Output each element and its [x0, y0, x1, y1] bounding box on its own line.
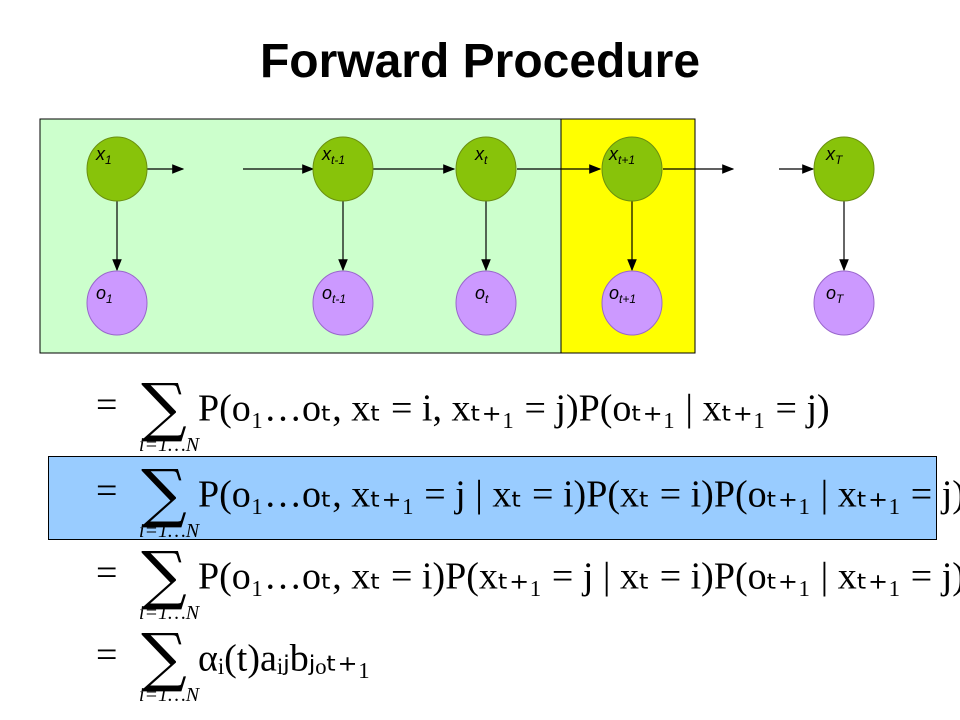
- svg-text:oT: oT: [826, 283, 845, 306]
- formula-body: P(o₁…oₜ, xₜ = i, xₜ₊₁ = j)P(oₜ₊₁ | xₜ₊₁ …: [198, 387, 830, 430]
- summation-index: i=1…N: [138, 520, 200, 542]
- summation-index: i=1…N: [138, 602, 200, 624]
- equals-sign: =: [96, 633, 118, 676]
- summation: ∑i=1…N: [130, 544, 199, 624]
- node-xt: xt: [455, 136, 517, 202]
- svg-text:xt+1: xt+1: [608, 144, 635, 167]
- summation: ∑i=1…N: [130, 462, 199, 542]
- svg-text:ot+1: ot+1: [609, 283, 636, 306]
- node-xt-plus-1: xt+1: [601, 136, 663, 202]
- summation-index: i=1…N: [138, 434, 200, 456]
- summation: ∑i=1…N: [130, 626, 199, 706]
- node-xt-minus-1: xt-1: [312, 136, 374, 202]
- formula-body: P(o₁…oₜ, xₜ = i)P(xₜ₊₁ = j | xₜ = i)P(oₜ…: [198, 555, 960, 598]
- equals-sign: =: [96, 551, 118, 594]
- svg-text:ot: ot: [475, 283, 489, 306]
- summation: ∑i=1…N: [130, 376, 199, 456]
- node-oT: oT: [813, 270, 875, 336]
- formula-body: P(o₁…oₜ, xₜ₊₁ = j | xₜ = i)P(xₜ = i)P(oₜ…: [198, 473, 960, 516]
- svg-text:ot-1: ot-1: [322, 283, 346, 306]
- svg-text:xT: xT: [825, 144, 844, 167]
- equals-sign: =: [96, 383, 118, 426]
- slide-title: Forward Procedure: [259, 35, 701, 88]
- node-xT: xT: [813, 136, 875, 202]
- node-x1: x1: [86, 136, 148, 202]
- summation-index: i=1…N: [138, 684, 200, 706]
- svg-text:xt: xt: [474, 144, 488, 167]
- node-o1: o1: [86, 270, 148, 336]
- svg-text:x1: x1: [95, 144, 112, 167]
- node-ot-minus-1: ot-1: [312, 270, 374, 336]
- svg-text:xt-1: xt-1: [321, 144, 345, 167]
- node-ot-plus-1: ot+1: [601, 270, 663, 336]
- equals-sign: =: [96, 469, 118, 512]
- node-ot: ot: [455, 270, 517, 336]
- formula-body: αᵢ(t)aᵢⱼbⱼₒₜ₊₁: [198, 637, 371, 680]
- highlight-box: [48, 456, 937, 540]
- svg-text:o1: o1: [96, 283, 113, 306]
